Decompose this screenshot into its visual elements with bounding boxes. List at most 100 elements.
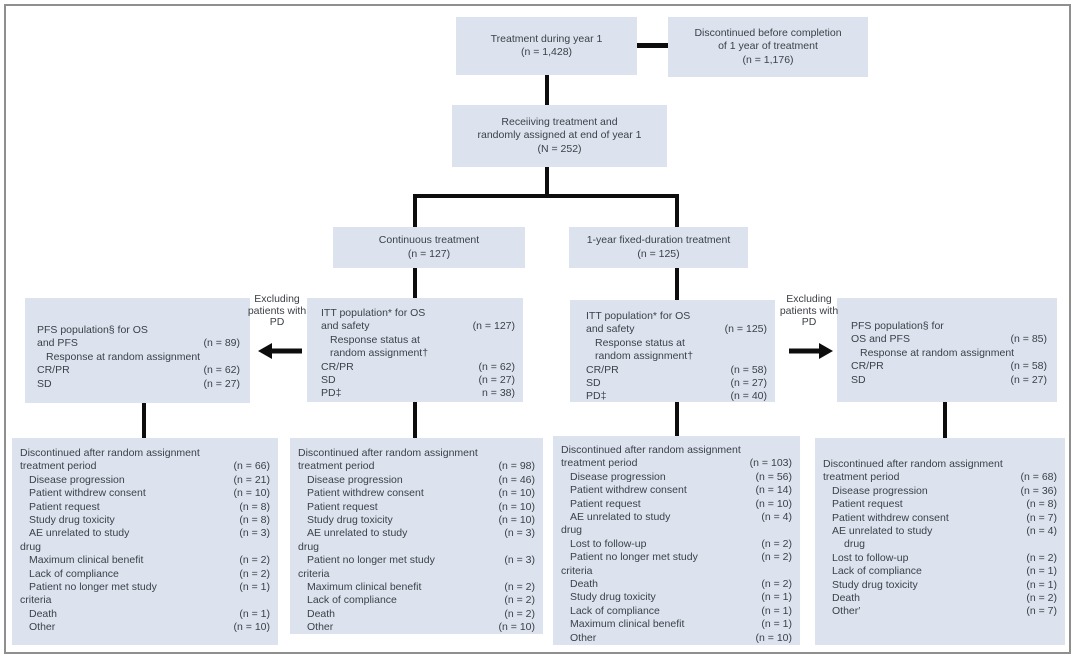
node-pfs-population-left: PFS population§ for OS and PFS (n = 89) …: [25, 298, 250, 403]
node-text-line: of 1 year of treatment: [718, 40, 818, 53]
row-label: Discontinued after random assignment: [298, 447, 478, 459]
node-row: PFS population§ for OS: [37, 324, 240, 337]
node-row: Response at random assignment: [37, 351, 240, 364]
node-text-line: (n = 1,176): [742, 53, 794, 66]
row-label: treatment period: [20, 460, 97, 473]
row-n-value: (n = 1): [761, 591, 792, 604]
row-label: SD: [37, 377, 52, 390]
connector-ittleft-to-disc: [413, 402, 417, 438]
row-label: Discontinued after random assignment: [561, 444, 741, 456]
row-n-value: (n = 2): [761, 551, 792, 564]
row-label: criteria: [561, 564, 593, 577]
row-label: Death: [29, 607, 58, 620]
row-label: Lack of compliance: [570, 604, 660, 617]
node-row: CR/PR (n = 58): [851, 360, 1047, 373]
node-row: Death (n = 2): [298, 608, 535, 621]
node-row: Disease progression (n = 21): [20, 474, 270, 487]
node-row: treatment period (n = 66): [20, 460, 270, 473]
node-discontinued-mid-left: Discontinued after random assignment tre…: [290, 438, 543, 634]
row-label: treatment period: [298, 460, 375, 473]
row-n-value: (n = 10): [233, 621, 270, 634]
node-row: ITT population* for OS: [321, 307, 515, 320]
row-label: drug: [298, 540, 320, 553]
row-n-value: (n = 2): [1026, 592, 1057, 605]
row-label: Death: [570, 578, 599, 591]
row-n-value: (n = 14): [755, 484, 792, 497]
node-row: PFS population§ for: [851, 320, 1047, 333]
connector-top-to-randomized: [545, 75, 549, 106]
row-label: ITT population* for OS: [586, 310, 691, 322]
row-n-value: (n = 1): [239, 581, 270, 594]
node-row: Lost to follow-up (n = 2): [823, 552, 1057, 565]
row-label: Other′: [832, 605, 861, 618]
node-row: Study drug toxicity (n = 8): [20, 514, 270, 527]
row-n-value: (n = 4): [1026, 525, 1057, 538]
node-discontinued-far-right: Discontinued after random assignment tre…: [815, 438, 1065, 645]
node-row: Lost to follow-up (n = 2): [561, 538, 792, 551]
row-n-value: (n = 103): [749, 457, 792, 470]
node-text-line: Discontinued before completion: [694, 26, 842, 39]
node-row: Response status at: [586, 337, 767, 350]
node-row: Patient request (n = 10): [298, 501, 535, 514]
row-n-value: (n = 1): [761, 604, 792, 617]
node-text-line: 1-year fixed-duration treatment: [586, 234, 731, 246]
node-row: Maximum clinical benefit (n = 2): [298, 581, 535, 594]
node-row: random assignment†: [321, 347, 515, 360]
excluding-pd-label-left: Excluding patients with PD: [247, 293, 307, 328]
node-row: Patient request (n = 8): [823, 498, 1057, 511]
node-row: PD‡ n = 38): [321, 387, 515, 400]
connector-top-to-discontinued: [637, 43, 668, 48]
node-row: Disease progression (n = 46): [298, 474, 535, 487]
row-n-value: (n = 10): [755, 631, 792, 644]
node-row: Maximum clinical benefit (n = 1): [561, 618, 792, 631]
excluding-pd-label-right: Excluding patients with PD: [779, 293, 839, 328]
row-label: Lack of compliance: [832, 565, 922, 578]
node-text-line: (n = 1,428): [520, 46, 573, 58]
node-row: Patient withdrew consent (n = 14): [561, 484, 792, 497]
node-row: random assignment†: [586, 350, 767, 363]
row-label: Lost to follow-up: [570, 537, 647, 550]
row-label: Other: [29, 621, 56, 634]
row-label: random assignment†: [330, 347, 429, 360]
node-row: Discontinued after random assignment: [298, 447, 535, 460]
row-label: treatment period: [823, 471, 900, 484]
node-row: drug: [823, 538, 1057, 551]
row-label: Patient no longer met study: [29, 581, 157, 594]
row-n-value: (n = 62): [478, 360, 515, 373]
node-discontinued-mid-right: Discontinued after random assignment tre…: [553, 436, 800, 645]
node-row: drug: [298, 541, 535, 554]
row-n-value: (n = 125): [724, 323, 767, 336]
node-row: Discontinued after random assignment: [20, 447, 270, 460]
node-row: Study drug toxicity (n = 10): [298, 514, 535, 527]
node-row: AE unrelated to study (n = 3): [298, 527, 535, 540]
node-row: Disease progression (n = 36): [823, 485, 1057, 498]
node-row: Response at random assignment: [851, 347, 1047, 360]
row-n-value: (n = 2): [761, 537, 792, 550]
row-label: Patient withdrew consent: [832, 511, 949, 524]
row-n-value: (n = 89): [203, 337, 240, 350]
row-n-value: (n = 8): [1026, 498, 1057, 511]
node-row: Lack of compliance (n = 2): [20, 568, 270, 581]
row-n-value: (n = 40): [730, 390, 767, 403]
node-row: and PFS (n = 89): [37, 337, 240, 350]
node-row: AE unrelated to study (n = 4): [561, 511, 792, 524]
node-row: Patient no longer met study (n = 1): [20, 581, 270, 594]
node-discontinued-far-left: Discontinued after random assignment tre…: [12, 438, 278, 645]
row-label: Disease progression: [29, 473, 125, 486]
node-row: criteria: [561, 565, 792, 578]
node-row: Study drug toxicity (n = 1): [561, 591, 792, 604]
row-label: Disease progression: [307, 473, 403, 486]
connector-split-to-fixed: [675, 196, 679, 227]
row-label: random assignment†: [595, 350, 694, 363]
row-label: and safety: [321, 320, 370, 333]
node-row: Other (n = 10): [561, 632, 792, 645]
row-n-value: (n = 27): [203, 377, 240, 390]
row-n-value: (n = 2): [1026, 551, 1057, 564]
node-text-line: Treatment during year 1: [490, 32, 603, 45]
node-row: Death (n = 2): [561, 578, 792, 591]
row-n-value: (n = 2): [761, 578, 792, 591]
row-n-value: (n = 3): [239, 527, 270, 540]
row-n-value: (n = 7): [1026, 511, 1057, 524]
node-row: Other (n = 10): [20, 621, 270, 634]
